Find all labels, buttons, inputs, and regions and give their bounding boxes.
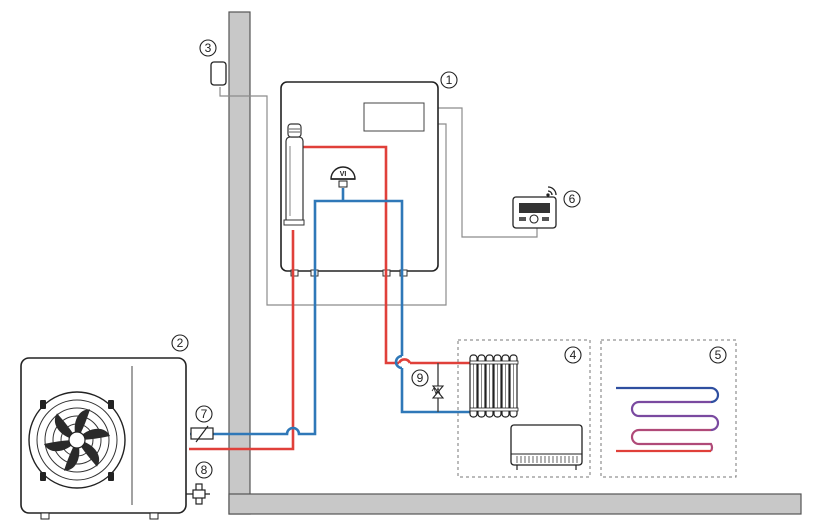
radiator-return-pipe bbox=[400, 368, 470, 414]
callout-label: 7 bbox=[201, 407, 208, 421]
fan-grille bbox=[36, 399, 118, 481]
outdoor-unit-feet bbox=[40, 512, 159, 520]
callout-bypass-valve: 9 bbox=[411, 369, 429, 387]
callout-label: 8 bbox=[201, 463, 208, 477]
callout-outdoor-heat-pump: 2 bbox=[171, 334, 189, 352]
callout-drain-valve: 8 bbox=[195, 461, 213, 479]
fan-mount-clips bbox=[40, 400, 114, 481]
indoor-unit bbox=[280, 81, 439, 277]
callout-wall-valve: 7 bbox=[195, 405, 213, 423]
controller-cable bbox=[424, 107, 538, 238]
underfloor-zone bbox=[600, 339, 737, 478]
outdoor-sensor-body bbox=[210, 61, 227, 86]
wall-valve bbox=[190, 425, 214, 443]
callout-label: 2 bbox=[177, 336, 184, 350]
indoor-unit-control-box bbox=[363, 102, 425, 132]
internal-tank bbox=[283, 123, 305, 226]
tank-body bbox=[285, 136, 304, 224]
outdoor-heat-pump bbox=[20, 357, 187, 520]
underfloor-zone-frame bbox=[600, 339, 737, 478]
callout-indoor-unit: 1 bbox=[440, 71, 458, 89]
callout-wireless-controller: 6 bbox=[563, 190, 581, 208]
wall bbox=[228, 11, 251, 515]
flow-pipes bbox=[189, 145, 470, 451]
callout-label: 5 bbox=[715, 348, 722, 362]
bypass-valve bbox=[431, 363, 445, 412]
callout-label: 1 bbox=[446, 73, 453, 87]
callouts: 1 2 3 4 5 6 7 8 9 bbox=[171, 39, 727, 479]
outdoor-flow-pipe bbox=[189, 230, 295, 451]
callout-outdoor-sensor: 3 bbox=[199, 39, 217, 57]
radiator-zone bbox=[457, 339, 591, 478]
ufh-loop-2 bbox=[630, 400, 720, 432]
radiator bbox=[469, 354, 519, 418]
callout-underfloor-zone: 5 bbox=[709, 346, 727, 364]
heating-flow-hop bbox=[397, 358, 412, 364]
building-structure bbox=[228, 11, 802, 515]
controller-dial bbox=[529, 214, 539, 224]
controller-screen bbox=[519, 203, 550, 213]
return-hop bbox=[394, 354, 403, 370]
callout-label: 9 bbox=[417, 371, 424, 385]
sensor-cable bbox=[219, 87, 447, 306]
outdoor-return-pipe bbox=[190, 199, 404, 436]
expansion-vessel-label: VI bbox=[340, 171, 347, 178]
control-cables bbox=[219, 87, 538, 306]
ufh-loop-3 bbox=[630, 428, 714, 452]
callout-radiator-zone: 4 bbox=[564, 346, 582, 364]
convector-heater bbox=[510, 424, 583, 470]
callout-label: 3 bbox=[205, 41, 212, 55]
callout-label: 4 bbox=[570, 348, 577, 362]
callout-label: 6 bbox=[569, 192, 576, 206]
drain-valve bbox=[186, 483, 210, 505]
radiator-zone-frame bbox=[457, 339, 591, 478]
floor bbox=[228, 493, 802, 515]
return-pipes bbox=[190, 188, 470, 436]
ufh-loop-1 bbox=[616, 386, 720, 404]
tank-cap bbox=[287, 123, 302, 138]
outdoor-sensor bbox=[210, 61, 227, 86]
heating-flow-pipe bbox=[292, 145, 399, 365]
expansion-vessel: VI bbox=[330, 166, 356, 188]
wireless-controller bbox=[512, 186, 557, 229]
wifi-icon bbox=[546, 186, 557, 197]
